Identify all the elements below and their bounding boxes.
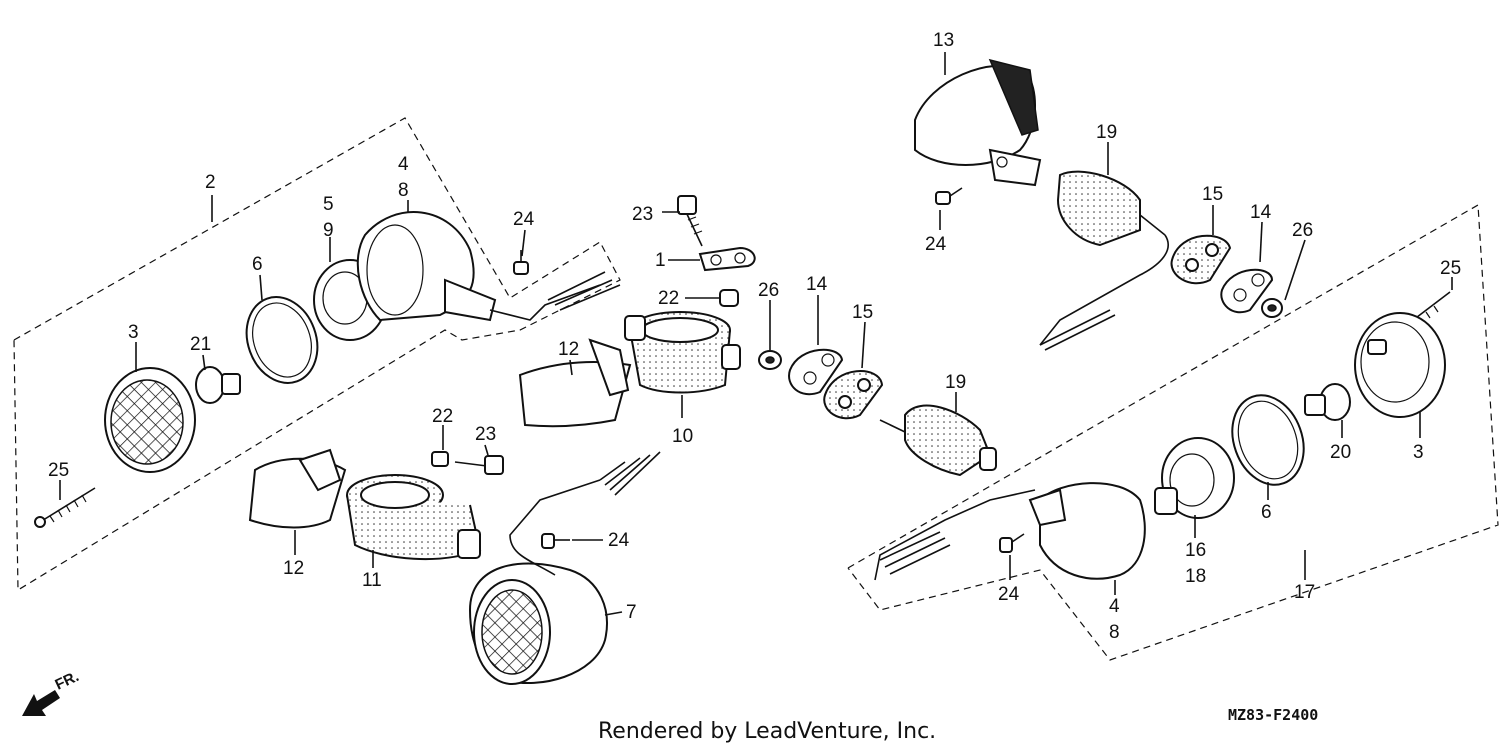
screw-left xyxy=(34,487,96,528)
callout-3-left: 3 xyxy=(128,322,139,343)
callout-10: 10 xyxy=(672,426,693,447)
callout-22-lower: 22 xyxy=(432,406,453,427)
clamp-11 xyxy=(346,474,482,561)
callout-26-right: 26 xyxy=(1292,220,1313,241)
callout-24-lower: 24 xyxy=(608,530,630,551)
callout-8-right: 8 xyxy=(1109,622,1120,643)
callout-18: 18 xyxy=(1185,566,1206,587)
bolt-23-lower xyxy=(454,455,504,475)
callout-14-right: 14 xyxy=(1250,202,1272,223)
nut-22-top xyxy=(719,289,739,307)
callout-2: 2 xyxy=(205,172,216,193)
callout-24-bottom-right: 24 xyxy=(998,584,1020,605)
screw-24-bottom-right xyxy=(999,533,1025,553)
clamp-cover-lower xyxy=(248,448,347,529)
render-credit: Rendered by LeadVenture, Inc. xyxy=(598,719,936,744)
callout-23-lower: 23 xyxy=(475,424,496,445)
rubber-15-center xyxy=(823,370,884,420)
screw-24-top-right xyxy=(935,187,963,205)
clamp xyxy=(698,246,756,272)
lamp-assembly-lower xyxy=(468,451,661,685)
screw-24-lower xyxy=(541,533,570,549)
callout-12-upper: 12 xyxy=(558,339,579,360)
stem-19-right xyxy=(1039,170,1169,351)
callout-5: 5 xyxy=(323,194,334,215)
plate-14-right xyxy=(1220,268,1274,314)
clamp-cover-upper xyxy=(518,338,632,428)
callout-15-center: 15 xyxy=(852,302,873,323)
callout-14-center: 14 xyxy=(806,274,828,295)
callout-11: 11 xyxy=(362,570,382,591)
callout-6-right: 6 xyxy=(1261,502,1272,523)
callout-9: 9 xyxy=(323,220,334,241)
callout-12-lower: 12 xyxy=(283,558,304,579)
callout-22-top: 22 xyxy=(658,288,679,309)
callout-17: 17 xyxy=(1294,582,1315,603)
callout-19-right: 19 xyxy=(1096,122,1117,143)
callout-3-right: 3 xyxy=(1413,442,1424,463)
callout-15-right: 15 xyxy=(1202,184,1223,205)
gasket-left xyxy=(245,296,319,384)
nut-26-right xyxy=(1261,298,1283,318)
gasket-right xyxy=(1231,394,1305,486)
socket-right xyxy=(1154,437,1235,519)
clamp-10 xyxy=(624,311,741,394)
callout-20: 20 xyxy=(1330,442,1351,463)
nut-22-lower xyxy=(431,451,449,467)
rubber-15-right xyxy=(1170,234,1232,285)
housing-13 xyxy=(914,58,1042,187)
left-assembly-outline xyxy=(13,117,621,592)
callout-4-right: 4 xyxy=(1109,596,1120,617)
callout-23-top: 23 xyxy=(632,204,653,225)
callout-6-left: 6 xyxy=(252,254,263,275)
callout-21: 21 xyxy=(190,334,211,355)
leader-lines xyxy=(59,52,1453,616)
front-indicator-label: FR. xyxy=(53,668,82,694)
housing-left xyxy=(356,211,621,322)
screw-24-left xyxy=(513,250,529,275)
callout-25-left: 25 xyxy=(48,460,69,481)
callout-16: 16 xyxy=(1185,540,1206,561)
housing-right xyxy=(874,482,1146,581)
callout-26-center: 26 xyxy=(758,280,779,301)
stem-19-center xyxy=(879,404,997,477)
lens-left xyxy=(104,367,196,473)
callout-19-center: 19 xyxy=(945,372,966,393)
diagram-code: MZ83-F2400 xyxy=(1228,706,1318,724)
callout-24-top-right: 24 xyxy=(925,234,947,255)
callout-8-left: 8 xyxy=(398,180,409,201)
bulb-left xyxy=(195,366,241,404)
bolt-23-top xyxy=(677,195,703,247)
bulb-right xyxy=(1304,383,1351,421)
callout-13: 13 xyxy=(933,30,954,51)
callout-7: 7 xyxy=(626,602,637,623)
right-assembly-outline xyxy=(847,203,1499,661)
callouts: 2 4 8 5 9 6 3 21 25 24 23 1 22 12 10 26 … xyxy=(48,30,1461,643)
callout-4-left: 4 xyxy=(398,154,409,175)
callout-25-right: 25 xyxy=(1440,258,1461,279)
callout-24-top: 24 xyxy=(513,209,535,230)
callout-1: 1 xyxy=(655,250,666,271)
front-arrow-icon: FR. xyxy=(22,668,82,716)
nut-26-center xyxy=(758,350,782,370)
lens-right xyxy=(1354,312,1446,418)
plate-14-center xyxy=(788,348,844,396)
